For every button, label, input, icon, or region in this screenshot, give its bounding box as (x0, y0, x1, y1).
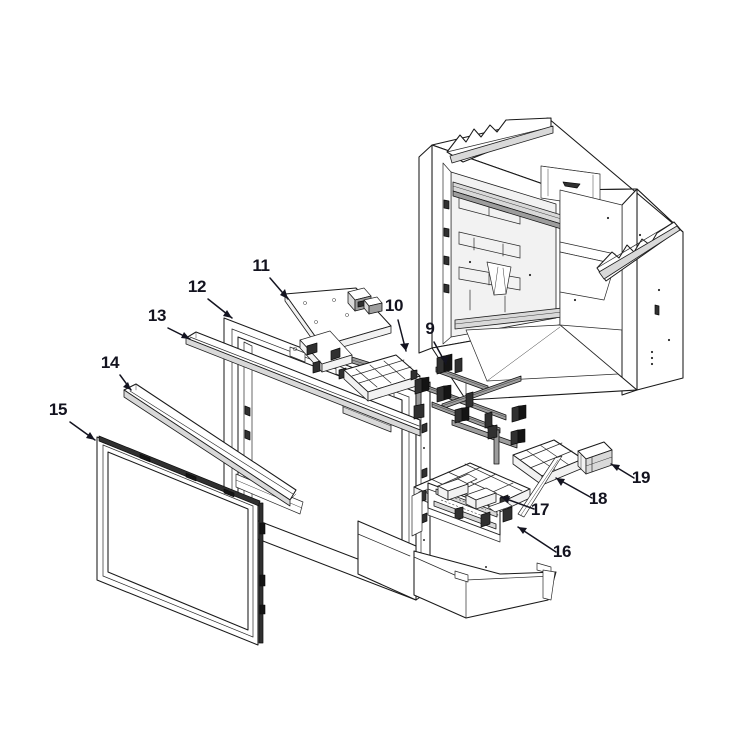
upper-trim-rail (185, 331, 421, 437)
lower-trim-rail (123, 383, 297, 507)
callout-label-15: 15 (49, 400, 67, 419)
top-left-notched-flange (446, 117, 554, 164)
callout-label-12: 12 (188, 277, 206, 296)
callout-label-17: 17 (531, 500, 549, 519)
callout-label-18: 18 (589, 489, 607, 508)
refractory-brick-pattern (458, 195, 521, 313)
callout-label-11: 11 (252, 256, 269, 275)
lower-burner-pan (413, 478, 557, 619)
callout-label-14: 14 (101, 353, 120, 372)
callout-label-9: 9 (425, 319, 434, 338)
callout-label-16: 16 (553, 542, 571, 561)
glass-door-panel (96, 435, 266, 646)
callout-label-10: 10 (385, 296, 403, 315)
callout-labels: 9 10 11 12 13 14 15 16 17 18 19 (49, 256, 651, 561)
callout-leaders (69, 277, 635, 553)
firebox-enclosure (418, 117, 684, 401)
pilot-block (577, 441, 613, 475)
left-log-grate (343, 354, 421, 402)
callout-label-13: 13 (148, 306, 166, 325)
burner-tube-assembly (413, 353, 527, 465)
top-right-notched-flange (596, 221, 681, 282)
callout-label-19: 19 (632, 468, 650, 487)
